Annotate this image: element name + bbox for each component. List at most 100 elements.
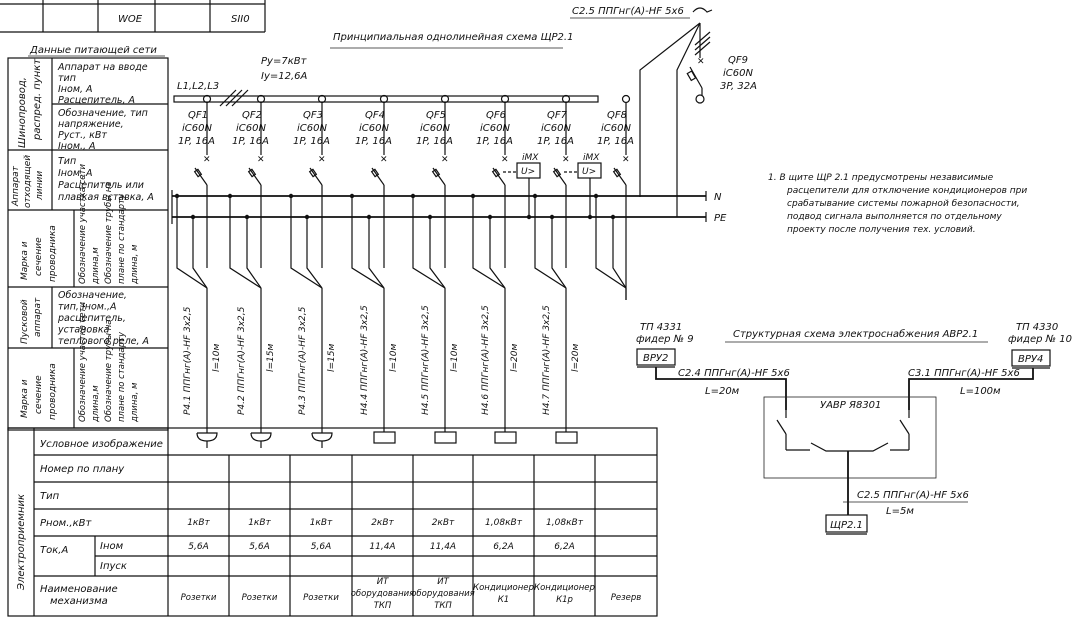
cell-i-nom: 11,4А <box>369 542 395 552</box>
row-label: Iном <box>100 541 124 552</box>
left-table-text: Iном, А <box>58 84 93 95</box>
left-length: L=20м <box>705 386 740 397</box>
left-table-text: Iном.,А <box>58 168 93 179</box>
cell-name: Розетки <box>242 593 278 603</box>
left-table-text: расцепитель, <box>57 313 126 324</box>
left-table-text: линии <box>35 171 45 201</box>
svg-text:✕: ✕ <box>562 155 570 165</box>
n-label: N <box>714 192 722 203</box>
breaker-name: QF3 <box>303 110 323 121</box>
left-table-text: отходящей <box>23 155 33 208</box>
row-label: Iпуск <box>100 561 127 572</box>
main-title: Принципиальная однолинейная схема ЩР2.1 <box>333 32 573 43</box>
row-label: Условное изображение <box>40 438 163 450</box>
qf9-name: QF9 <box>728 55 748 66</box>
imx-label: iMX <box>583 153 600 163</box>
cell-name: К1 <box>498 595 509 605</box>
left-table-text: аппарат <box>33 297 43 337</box>
left-table-text: Расцепитель, А <box>58 95 135 106</box>
cell-i-nom: 11,4А <box>430 542 456 552</box>
line-cable: Р4.2 ППГнг(А)-HF 3х2,5 <box>237 306 247 415</box>
svg-text:✕: ✕ <box>318 155 326 165</box>
note-line: 1. В щите ЩР 2.1 предусмотрены независим… <box>768 173 994 183</box>
svg-text:✕: ✕ <box>203 155 211 165</box>
cell-name: Розетки <box>303 593 339 603</box>
title-cell: WOE <box>118 14 143 25</box>
cell-i-nom: 6,2А <box>554 542 574 552</box>
left-board: ВРУ2 <box>643 353 668 364</box>
breaker-rating: 1P, 16A <box>416 136 453 147</box>
row-label: Ток,А <box>40 545 68 556</box>
cell-name: ТКП <box>374 601 392 611</box>
line-length: l=15м <box>266 344 276 372</box>
left-table-text: плане по стандарту <box>117 331 127 422</box>
cell-name: Резерв <box>611 593 642 603</box>
left-table-text: напряжение, <box>58 119 124 130</box>
left-table-text: плавкая вставка, А <box>58 192 154 203</box>
left-feeder: фидер № 9 <box>636 334 694 345</box>
left-table-text: Обозначение участка сети <box>78 164 88 284</box>
left-table-text: длина, м <box>130 244 140 285</box>
cell-name: оборудования <box>411 589 475 599</box>
svg-text:✕: ✕ <box>441 155 449 165</box>
pe-label: PE <box>714 213 727 224</box>
line-cable: Р4.1 ППГнг(А)-HF 3х2,5 <box>183 306 193 415</box>
left-table-text: Аппарат на вводе <box>57 62 148 73</box>
left-tp: ТП 4331 <box>640 322 682 333</box>
cell-i-nom: 6,2А <box>493 542 513 552</box>
breaker-name: QF4 <box>365 110 385 121</box>
left-table-text: Обозначение трубы на <box>104 320 114 422</box>
phases-label: L1,L2,L3 <box>177 81 219 92</box>
line-length: l=10м <box>389 344 399 372</box>
input-breaker-qf9: ✕ QF9 iC60N 3P, 32A <box>639 7 757 217</box>
target-label: ЩР2.1 <box>830 520 863 531</box>
board-vru2 <box>636 348 676 366</box>
left-cable: С2.4 ППГнг(А)-HF 5х6 <box>678 368 790 379</box>
left-table-text: распред. пункт <box>32 58 43 141</box>
svg-text:U>: U> <box>582 167 596 177</box>
line-cable: Н4.4 ППГнг(А)-HF 3х2,5 <box>360 305 370 415</box>
row-label: Тип <box>40 491 60 502</box>
left-table-text: Расцепитель или <box>58 180 144 191</box>
imx-label: iMX <box>522 153 539 163</box>
board-vru4 <box>1011 349 1051 367</box>
left-table-text: Шинопровод, <box>17 77 28 148</box>
left-table-text: Обозначение трубы на <box>104 182 114 284</box>
three-phase-marks <box>219 89 249 107</box>
left-table-text: длина,м <box>91 247 101 285</box>
cell-i-nom: 5,6А <box>311 542 331 552</box>
consumer-group-label: Электроприемник <box>16 494 27 591</box>
note-line: подвод сигнала выполняется по отдельному <box>787 212 1002 222</box>
title-cell: SII0 <box>231 14 250 25</box>
cell-name: оборудования <box>351 589 415 599</box>
avr-scheme: Структурная схема электроснабжения АВР2.… <box>636 322 1072 535</box>
cell-p-nom: 1,08кВт <box>546 518 584 528</box>
cell-p-nom: 1,08кВт <box>485 518 523 528</box>
line-length: l=10м <box>212 344 222 372</box>
breaker-name: QF2 <box>242 110 262 121</box>
breaker-name: QF6 <box>486 110 506 121</box>
avr-title: Структурная схема электроснабжения АВР2.… <box>733 328 978 340</box>
cell-name: ИТ <box>437 577 449 587</box>
left-table-text: проводника <box>48 363 58 420</box>
left-table <box>7 57 169 431</box>
left-table-text: Марка и <box>20 241 30 280</box>
breaker-rating: 1P, 16A <box>597 136 634 147</box>
title-block: WOE SII0 <box>0 0 266 33</box>
left-table-text: Пусковой <box>20 299 30 344</box>
avr-unit-box <box>763 396 937 479</box>
breaker-name: QF1 <box>188 110 208 121</box>
out-cable: С2.5 ППГнг(А)-HF 5х6 <box>857 490 969 501</box>
qf9-type: iC60N <box>723 68 753 79</box>
breaker-type: iC60N <box>297 123 327 134</box>
breaker-type: iC60N <box>420 123 450 134</box>
note-line: расцепители для отключение кондиционеров… <box>786 186 1027 196</box>
note-line: срабатывание системы пожарной безопаснос… <box>787 199 1020 209</box>
line-length: l=20м <box>510 344 520 372</box>
breaker-type: iC60N <box>541 123 571 134</box>
